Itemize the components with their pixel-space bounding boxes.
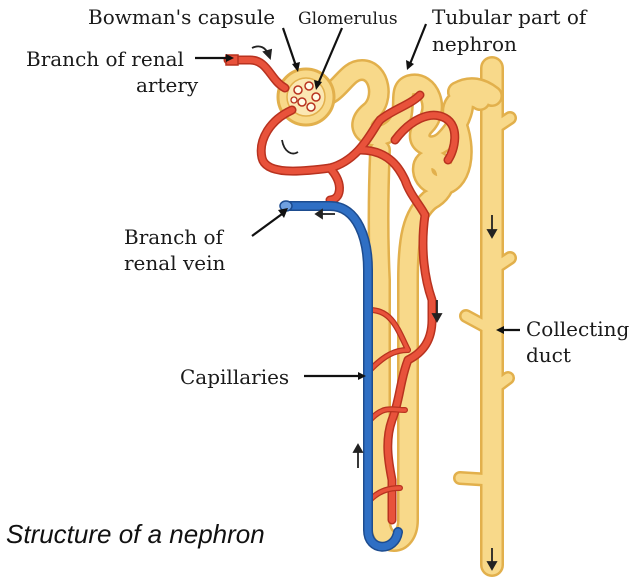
label-pointers xyxy=(195,23,520,380)
label-renal-artery-line2: artery xyxy=(136,73,199,97)
label-collecting-duct-line1: Collecting xyxy=(526,317,629,341)
glomerulus xyxy=(290,81,321,112)
label-glomerulus: Glomerulus xyxy=(298,9,398,29)
flow-arrows xyxy=(251,45,498,571)
label-collecting-duct-line2: duct xyxy=(526,343,571,367)
label-tubular-part-line1: Tubular part of xyxy=(432,5,588,29)
label-bowmans-capsule: Bowman's capsule xyxy=(88,5,275,29)
capillaries-network xyxy=(367,307,411,503)
label-renal-vein-line2: renal vein xyxy=(124,251,225,275)
nephron-tubule xyxy=(307,59,503,552)
renal-vein xyxy=(279,200,403,552)
renal-artery xyxy=(223,54,460,525)
label-capillaries: Capillaries xyxy=(180,365,289,389)
label-renal-vein-line1: Branch of xyxy=(124,225,225,249)
collecting-duct xyxy=(453,56,517,577)
label-tubular-part-line2: nephron xyxy=(432,32,517,56)
label-renal-artery-line1: Branch of renal xyxy=(26,47,184,71)
figure-caption: Structure of a nephron xyxy=(6,519,265,549)
